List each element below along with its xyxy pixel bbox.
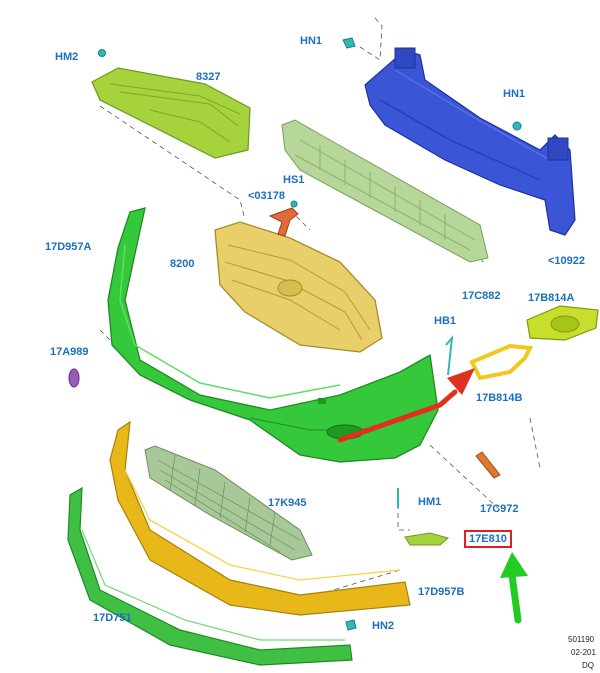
corner-ref-line1: 501190 bbox=[568, 635, 595, 644]
lower-lip-17D751 bbox=[67, 486, 353, 666]
label-10922: <10922 bbox=[548, 255, 586, 267]
label-17c972: 17C972 bbox=[480, 503, 519, 515]
label-hb1: HB1 bbox=[434, 315, 457, 327]
fog-lamp-trim-17B814B bbox=[469, 343, 534, 381]
label-hs1: HS1 bbox=[283, 174, 305, 186]
red-arrow bbox=[337, 368, 475, 443]
label-8327: 8327 bbox=[196, 71, 221, 83]
label-hn1-top: HN1 bbox=[300, 35, 323, 47]
fog-lamp-bezel-17B814A bbox=[526, 305, 599, 341]
label-17c882: 17C882 bbox=[462, 290, 501, 302]
upper-shield-8327 bbox=[91, 67, 251, 159]
label-hm2: HM2 bbox=[55, 51, 79, 63]
label-hm1: HM1 bbox=[418, 496, 442, 508]
label-8200: 8200 bbox=[170, 258, 195, 270]
lower-grille-17K945 bbox=[144, 445, 313, 561]
label-17b814a: 17B814A bbox=[528, 292, 575, 304]
label-17d957a: 17D957A bbox=[45, 241, 92, 253]
small-fasteners bbox=[68, 37, 522, 631]
label-17k945: 17K945 bbox=[268, 497, 307, 509]
label-17d957b: 17D957B bbox=[418, 586, 465, 598]
bracket-03178 bbox=[268, 207, 299, 237]
bumper-beam bbox=[364, 47, 576, 236]
label-17d751: 17D751 bbox=[93, 612, 132, 624]
corner-ref-line2: 02-201 bbox=[571, 648, 596, 657]
label-17b814b: 17B814B bbox=[476, 392, 523, 404]
corner-ref-line3: DQ bbox=[582, 661, 594, 670]
label-hn2: HN2 bbox=[372, 620, 395, 632]
label-17e810-highlighted: 17E810 bbox=[464, 530, 512, 548]
lower-valance-17D957B bbox=[109, 420, 411, 616]
label-17a989: 17A989 bbox=[50, 346, 89, 358]
label-03178: <03178 bbox=[248, 190, 286, 202]
green-arrow bbox=[500, 552, 528, 624]
radiator-grille-8200 bbox=[214, 221, 383, 353]
energy-absorber-17C882 bbox=[281, 119, 489, 263]
label-hn1-right: HN1 bbox=[503, 88, 526, 100]
